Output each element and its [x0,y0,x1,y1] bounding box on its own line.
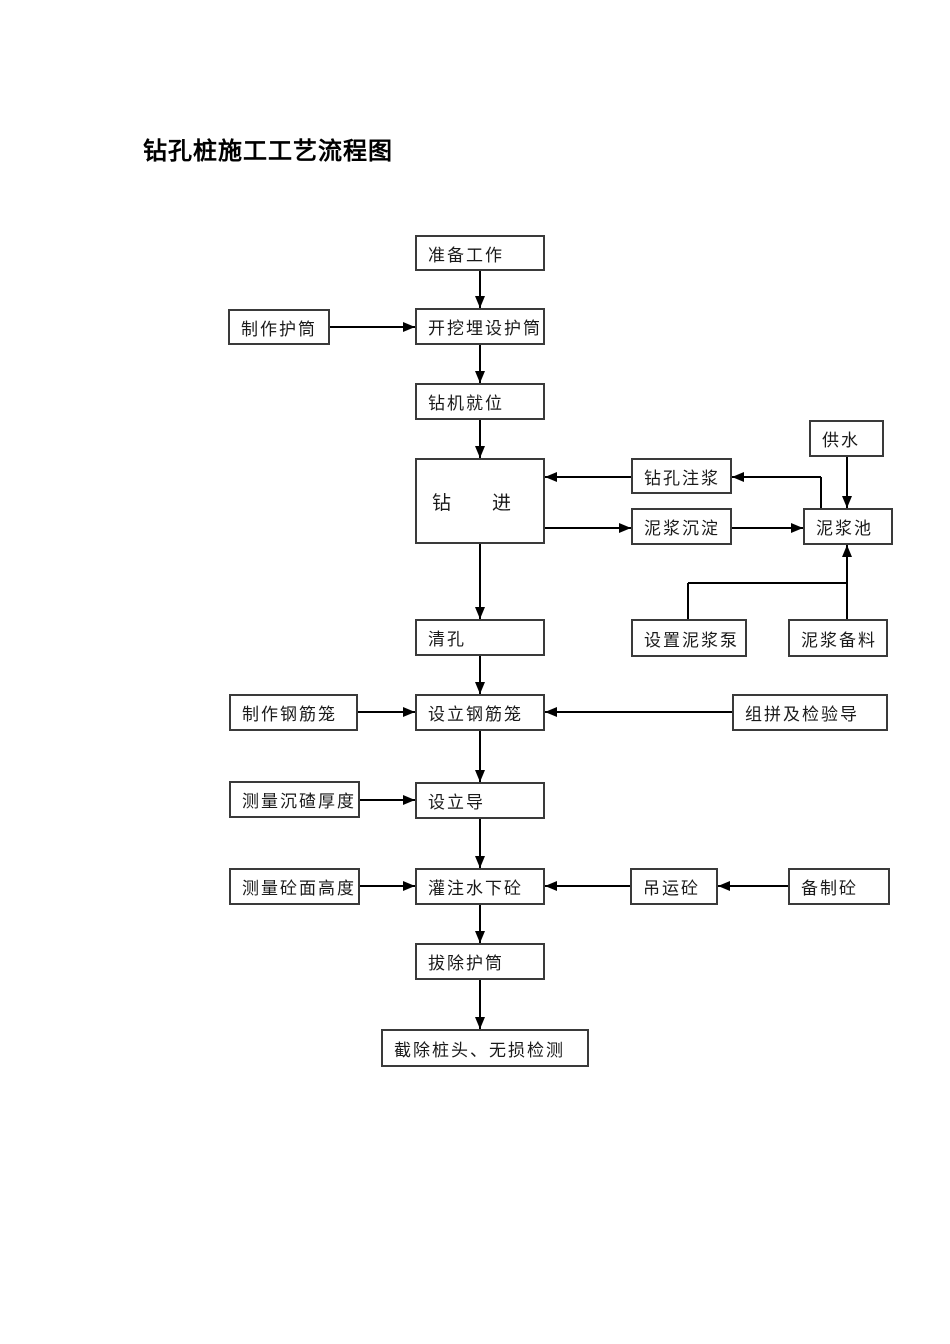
flow-connector-line [687,583,689,619]
flow-node-measure-level: 测量砼面高度 [229,868,360,905]
arrowhead-up-icon [842,545,852,557]
flow-node-slurry-material: 泥浆备料 [788,619,888,657]
arrowhead-down-icon [475,371,485,383]
flow-connector-line [732,527,803,529]
flow-connector-line [545,885,630,887]
flow-connector-line [479,980,481,1029]
flow-node-pour-concrete: 灌注水下砼 [415,868,545,905]
flow-node-prep: 准备工作 [415,235,545,271]
flow-node-assemble-check: 组拼及检验导 [732,694,888,731]
flow-connector-line [479,544,481,619]
flow-connector-line [718,885,788,887]
flow-connector-line [479,905,481,943]
flow-connector-line [479,819,481,868]
arrowhead-down-icon [475,607,485,619]
flow-connector-line [545,476,631,478]
arrowhead-down-icon [475,682,485,694]
arrowhead-down-icon [475,446,485,458]
arrowhead-left-icon [545,707,557,717]
flow-node-grouting: 钻孔注浆 [631,458,732,494]
flow-node-drilling: 钻 进 [415,458,545,544]
flow-connector-line [846,545,848,619]
flow-node-excavate-casing: 开挖埋设护筒 [415,308,545,345]
flow-node-clean-hole: 清孔 [415,619,545,656]
flow-node-slurry-pool: 泥浆池 [803,508,893,545]
flow-node-prepare-concrete: 备制砼 [788,868,890,905]
flow-node-slurry-settling: 泥浆沉淀 [631,508,732,545]
arrowhead-right-icon [403,881,415,891]
flow-node-remove-casing: 拔除护筒 [415,943,545,980]
flow-connector-line [479,271,481,308]
flow-node-water-supply: 供水 [809,420,884,457]
arrowhead-down-icon [475,931,485,943]
flow-connector-line [330,326,415,328]
arrowhead-down-icon [842,496,852,508]
flow-node-set-conduit: 设立导 [415,782,545,819]
flow-node-measure-sediment: 测量沉碴厚度 [229,781,360,818]
flow-connector-line [358,711,415,713]
flow-connector-line [479,420,481,458]
arrowhead-right-icon [403,322,415,332]
arrowhead-left-icon [732,472,744,482]
flow-connector-line [479,731,481,782]
page-title: 钻孔桩施工工艺流程图 [143,138,393,165]
flow-connector-line [545,527,631,529]
arrowhead-down-icon [475,856,485,868]
arrowhead-left-icon [545,881,557,891]
flow-connector-line [732,476,821,478]
arrowhead-down-icon [475,770,485,782]
arrowhead-right-icon [403,795,415,805]
flow-connector-line [545,711,732,713]
flow-connector-line [360,885,415,887]
flow-node-set-cage: 设立钢筋笼 [415,694,545,731]
flow-node-rig-in-place: 钻机就位 [415,383,545,420]
flow-node-cut-pile-head: 截除桩头、无损检测 [381,1029,589,1067]
flow-node-hoist-concrete: 吊运砼 [630,868,718,905]
flow-connector-line [479,345,481,383]
arrowhead-right-icon [791,523,803,533]
arrowhead-left-icon [545,472,557,482]
flow-node-make-cage: 制作钢筋笼 [229,694,358,731]
arrowhead-left-icon [718,881,730,891]
flow-connector-line [846,457,848,508]
arrowhead-right-icon [403,707,415,717]
arrowhead-down-icon [475,1017,485,1029]
arrowhead-down-icon [475,296,485,308]
arrowhead-right-icon [619,523,631,533]
flow-node-slurry-pump: 设置泥浆泵 [631,619,747,657]
flow-connector-line [688,582,847,584]
flow-connector-line [360,799,415,801]
flow-node-make-casing: 制作护筒 [228,309,330,345]
flow-connector-line [820,477,822,508]
flow-connector-line [479,656,481,694]
